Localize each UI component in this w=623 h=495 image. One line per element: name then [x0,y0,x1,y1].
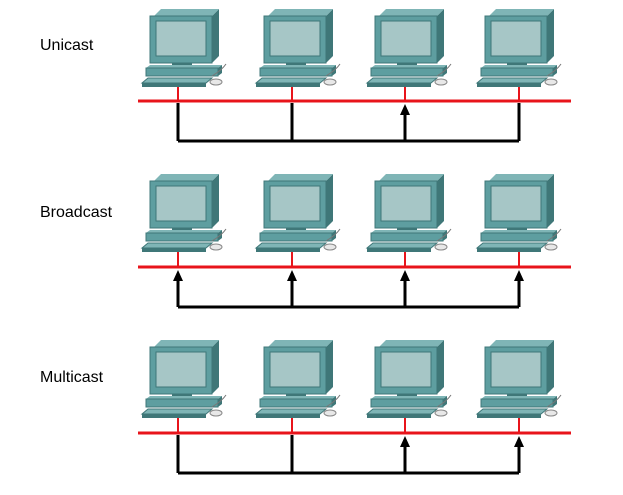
section-label-multicast: Multicast [40,369,104,386]
desktop-computer-icon [476,339,562,419]
arrowhead-icon [287,270,297,281]
desktop-computer-icon [141,173,227,253]
desktop-computer-icon [255,173,341,253]
arrowhead-icon [514,270,524,281]
desktop-computer-icon [366,8,452,88]
diagram-content [138,8,571,475]
arrowhead-icon [514,436,524,447]
desktop-computer-icon [141,339,227,419]
desktop-computer-icon [255,8,341,88]
desktop-computer-icon [476,8,562,88]
section-label-broadcast: Broadcast [40,204,113,221]
desktop-computer-icon [141,8,227,88]
desktop-computer-icon [476,173,562,253]
arrowhead-icon [400,104,410,115]
desktop-computer-icon [255,339,341,419]
arrowhead-icon [400,436,410,447]
arrowhead-icon [173,270,183,281]
desktop-computer-icon [366,173,452,253]
desktop-computer-icon [366,339,452,419]
section-label-unicast: Unicast [40,37,94,54]
arrowhead-icon [400,270,410,281]
